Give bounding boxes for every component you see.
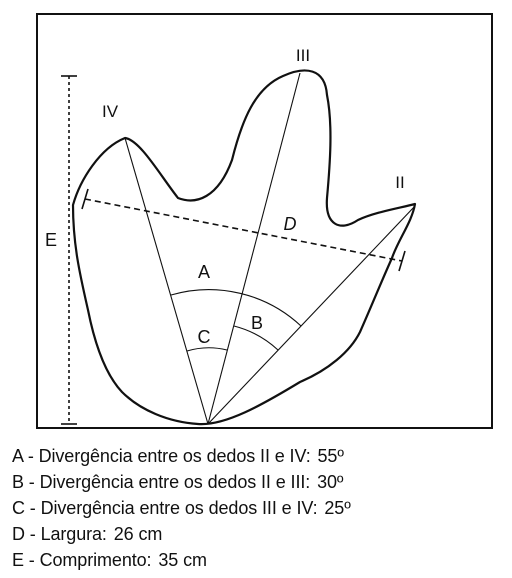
legend-item-e-text: E - Comprimento: <box>12 550 152 570</box>
digit-axes <box>124 72 416 425</box>
digit-iii-axis <box>207 72 301 425</box>
footprint-outline <box>71 69 417 426</box>
legend-item-e: E - Comprimento: 35 cm <box>12 547 508 573</box>
legend-item-c-value: 25º <box>324 498 351 518</box>
legend-item-a-value: 55º <box>317 446 344 466</box>
legend-item-a: A - Divergência entre os dedos II e IV: … <box>12 443 508 469</box>
measurement-legend: A - Divergência entre os dedos II e IV: … <box>12 443 508 573</box>
label-digit-iv: IV <box>102 102 119 121</box>
width-tick-left <box>81 188 89 210</box>
legend-item-c: C - Divergência entre os dedos III e IV:… <box>12 495 508 521</box>
label-measure-b: B <box>251 313 263 333</box>
label-digit-iii: III <box>296 46 310 65</box>
diagram-frame <box>36 13 493 429</box>
legend-item-b: B - Divergência entre os dedos II e III:… <box>12 469 508 495</box>
width-line-d <box>84 198 403 262</box>
angle-arcs <box>170 289 302 352</box>
label-measure-d: D <box>284 214 297 234</box>
legend-item-b-value: 30º <box>317 472 344 492</box>
label-digit-ii: II <box>395 173 404 192</box>
width-tick-right <box>398 250 406 272</box>
arc-b <box>233 325 279 351</box>
label-measure-c: C <box>198 327 211 347</box>
legend-item-d-text: D - Largura: <box>12 524 107 544</box>
arc-c <box>186 347 228 352</box>
legend-item-a-text: A - Divergência entre os dedos II e IV: <box>12 446 311 466</box>
legend-item-b-text: B - Divergência entre os dedos II e III: <box>12 472 311 492</box>
digit-iv-axis <box>124 137 209 425</box>
legend-item-c-text: C - Divergência entre os dedos III e IV: <box>12 498 318 518</box>
arc-a <box>170 289 302 327</box>
label-measure-e: E <box>45 230 57 250</box>
label-measure-a: A <box>198 262 210 282</box>
legend-item-d-value: 26 cm <box>113 524 163 544</box>
legend-item-d: D - Largura: 26 cm <box>12 521 508 547</box>
legend-item-e-value: 35 cm <box>158 550 207 570</box>
digit-ii-axis <box>207 205 416 425</box>
footprint-diagram: IV III II A B C D E <box>36 13 493 429</box>
